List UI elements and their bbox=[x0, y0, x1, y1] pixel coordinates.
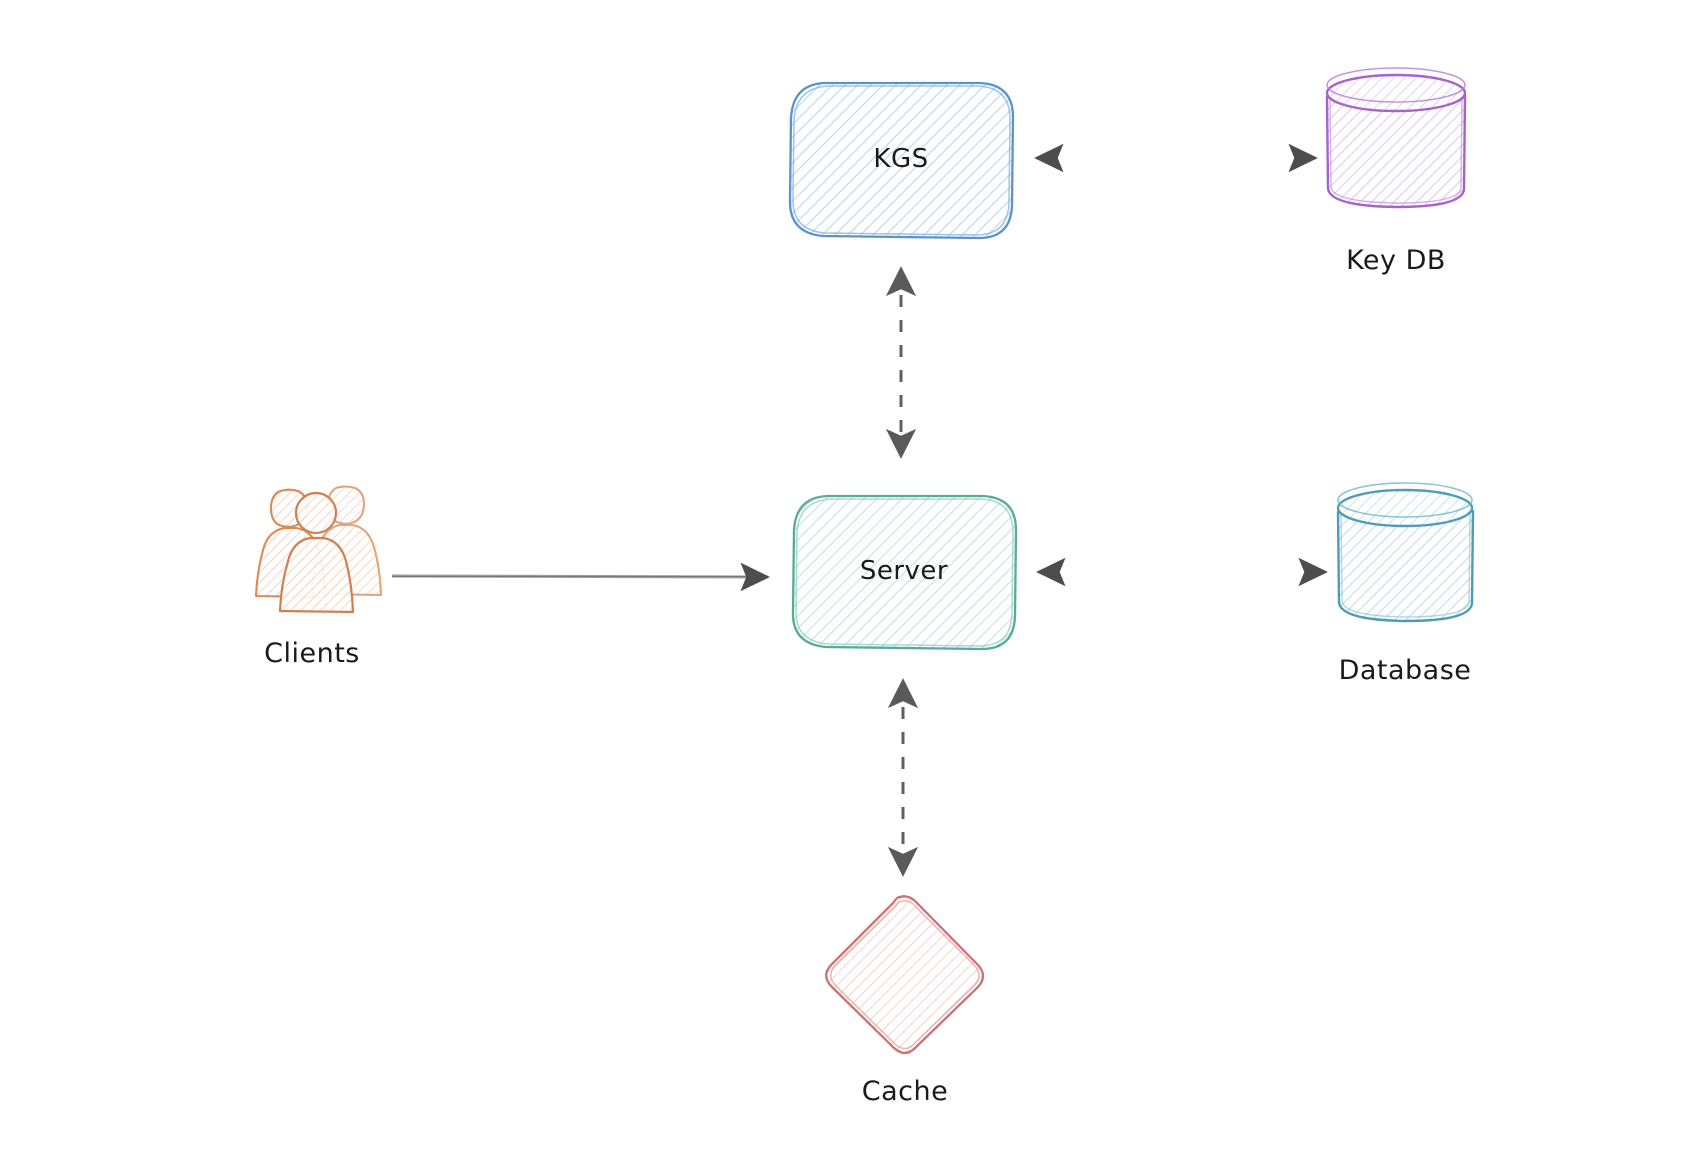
node-label-cache: Cache bbox=[861, 1076, 949, 1107]
node-label-database: Database bbox=[1338, 655, 1472, 686]
node-clients[interactable] bbox=[254, 485, 383, 614]
node-database[interactable] bbox=[1336, 482, 1475, 623]
node-label-kgs: KGS bbox=[873, 144, 929, 174]
node-kgs[interactable] bbox=[788, 81, 1015, 240]
node-label-key-db: Key DB bbox=[1346, 245, 1446, 276]
node-label-clients: Clients bbox=[264, 638, 360, 669]
node-server[interactable] bbox=[791, 494, 1018, 651]
node-label-server: Server bbox=[859, 556, 949, 586]
edge-clients-to-server bbox=[391, 562, 770, 592]
node-cache[interactable] bbox=[825, 895, 985, 1055]
node-key-db[interactable] bbox=[1325, 67, 1467, 209]
